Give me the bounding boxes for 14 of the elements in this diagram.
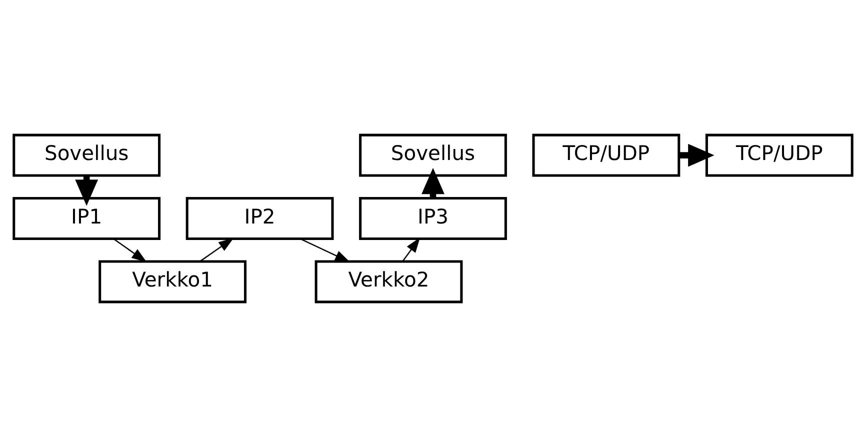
arrow <box>200 238 234 262</box>
arrow <box>113 238 147 262</box>
node-box: Verkko2 <box>314 260 463 304</box>
node-box: IP1 <box>12 197 161 240</box>
node-box: Sovellus <box>359 134 507 177</box>
arrow <box>300 238 350 262</box>
node-box: IP3 <box>359 197 507 240</box>
node-box: TCP/UDP <box>532 134 680 177</box>
node-box: TCP/UDP <box>705 134 854 177</box>
node-box: IP2 <box>186 197 334 240</box>
arrow <box>678 144 714 167</box>
node-box: Verkko1 <box>98 260 247 304</box>
node-box: Sovellus <box>12 134 161 177</box>
arrow <box>402 237 420 262</box>
